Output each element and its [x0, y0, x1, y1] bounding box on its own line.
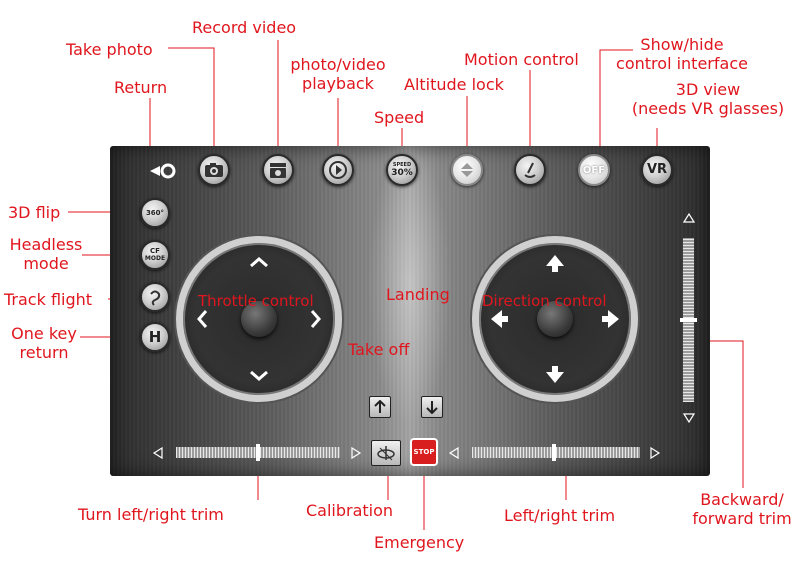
label-playback-line2: playback — [302, 74, 374, 93]
bf-trim-down-icon — [682, 413, 696, 424]
arrow-down-icon — [546, 366, 564, 383]
video-camera-icon — [270, 163, 286, 178]
label-altitude-lock: Altitude lock — [404, 75, 504, 94]
throttle-control-label: Throttle control — [198, 292, 314, 310]
calibration-icon — [377, 446, 395, 461]
throttle-chevrons — [197, 257, 321, 381]
speed-value: 30% — [391, 168, 413, 178]
label-motion-control: Motion control — [464, 50, 579, 69]
playback-button[interactable] — [322, 154, 354, 186]
label-speed: Speed — [374, 108, 425, 127]
label-record-video: Record video — [192, 18, 297, 37]
bf-trim-slider[interactable] — [680, 238, 697, 402]
arrow-up-icon — [546, 255, 564, 272]
label-turn-trim: Turn left/right trim — [78, 505, 224, 524]
direction-joystick[interactable] — [472, 236, 638, 402]
label-calibration: Calibration — [306, 501, 394, 520]
landing-button[interactable] — [421, 396, 443, 418]
mode-label: MODE — [144, 255, 166, 262]
camera-icon — [205, 163, 223, 177]
label-3d-view-line1: 3D view — [675, 80, 741, 99]
label-show-hide: Show/hide control interface — [608, 35, 756, 73]
chevron-left-icon — [197, 310, 208, 328]
altitude-lock-icon — [461, 163, 473, 177]
label-show-hide-line1: Show/hide — [640, 35, 724, 54]
label-3d-view-line2: (needs VR glasses) — [631, 99, 785, 118]
lr-trim-right-icon — [650, 446, 661, 460]
track-flight-icon — [150, 290, 161, 306]
arrow-right-icon — [602, 310, 619, 328]
label-return: Return — [114, 78, 168, 97]
arrow-left-icon — [491, 310, 508, 328]
chevron-right-icon — [310, 310, 321, 328]
flip-3d-button[interactable]: 360° — [140, 198, 170, 228]
label-headless-line2: mode — [23, 254, 69, 273]
lr-trim-left-icon — [448, 446, 459, 460]
direction-control-label: Direction control — [482, 292, 607, 310]
chevron-up-icon — [250, 257, 268, 268]
chevron-down-icon — [250, 370, 268, 381]
label-take-off: Take off — [348, 340, 410, 359]
speed-caption: SPEED — [392, 162, 412, 168]
return-icon — [150, 163, 176, 179]
label-playback-line1: photo/video — [290, 55, 386, 74]
label-landing: Landing — [386, 285, 450, 304]
take-off-button[interactable] — [369, 396, 391, 418]
vr-label: VR — [646, 162, 668, 177]
line-bf-trim — [696, 340, 744, 488]
flip-label: 360° — [145, 208, 165, 217]
take-photo-button[interactable] — [198, 154, 230, 186]
off-label: OFF — [582, 164, 606, 176]
label-bf-trim-line1: Backward/ — [700, 490, 784, 509]
record-video-button[interactable] — [262, 154, 294, 186]
label-track-flight: Track flight — [4, 290, 93, 309]
motion-control-icon — [524, 162, 536, 178]
return-button[interactable] — [146, 154, 180, 188]
lr-trim-thumb[interactable] — [552, 444, 556, 461]
vr-button[interactable]: VR — [641, 154, 673, 186]
label-playback: photo/video playback — [278, 55, 398, 93]
label-one-key-line1: One key — [11, 324, 77, 343]
calibration-button[interactable] — [371, 440, 401, 466]
label-show-hide-line2: control interface — [616, 54, 748, 73]
label-one-key-return: One key return — [4, 324, 84, 362]
label-lr-trim: Left/right trim — [504, 506, 616, 525]
label-3d-view: 3D view (needs VR glasses) — [618, 80, 798, 118]
playback-icon — [329, 161, 347, 179]
cf-label: CF — [150, 247, 160, 255]
lr-trim-slider[interactable] — [472, 444, 640, 461]
bf-trim-thumb[interactable] — [680, 318, 697, 322]
track-flight-button[interactable] — [140, 282, 170, 312]
line-showhide — [599, 49, 633, 152]
turn-trim-slider[interactable] — [176, 444, 340, 461]
arrow-up-icon — [374, 400, 386, 413]
turn-trim-thumb[interactable] — [256, 444, 260, 461]
label-take-photo: Take photo — [66, 40, 153, 59]
h-label: H — [148, 327, 162, 346]
turn-trim-left-icon — [152, 446, 163, 460]
throttle-knob[interactable] — [241, 301, 277, 337]
arrow-down-icon — [426, 401, 438, 414]
speed-button[interactable]: SPEED 30% — [386, 154, 418, 186]
throttle-joystick[interactable] — [176, 236, 342, 402]
bf-trim-up-icon — [682, 212, 696, 223]
direction-arrows — [491, 255, 619, 383]
label-headless: Headless mode — [2, 235, 90, 273]
label-one-key-line2: return — [19, 343, 69, 362]
turn-trim-right-icon — [351, 446, 362, 460]
altitude-lock-button[interactable] — [451, 154, 483, 186]
label-headless-line1: Headless — [9, 235, 83, 254]
direction-knob[interactable] — [537, 301, 573, 337]
one-key-return-button[interactable]: H — [140, 322, 170, 352]
label-bf-trim: Backward/ forward trim — [686, 490, 798, 528]
line-take-photo — [168, 47, 215, 152]
motion-control-button[interactable] — [514, 154, 546, 186]
headless-mode-button[interactable]: CF MODE — [140, 240, 170, 270]
show-hide-button[interactable]: OFF — [578, 154, 610, 186]
label-3d-flip: 3D flip — [8, 203, 61, 222]
label-bf-trim-line2: forward trim — [692, 509, 792, 528]
label-emergency: Emergency — [374, 533, 465, 552]
emergency-stop-button[interactable]: STOP — [410, 438, 438, 466]
